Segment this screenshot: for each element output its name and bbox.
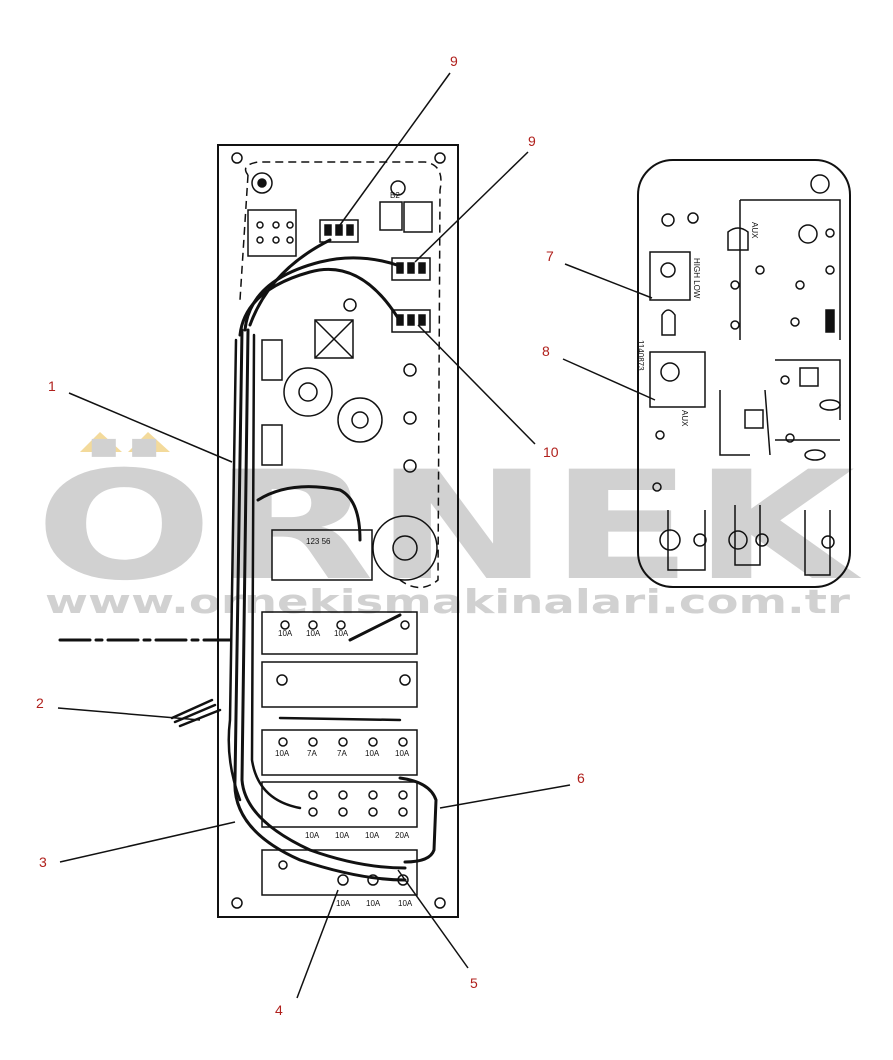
fuse-label: 7A — [307, 749, 317, 758]
callout-10: 10 — [543, 444, 559, 460]
fuse-block-3 — [261, 781, 418, 828]
aux-label-top: AUX — [750, 222, 759, 239]
fuse-contacts — [278, 620, 410, 886]
callout-8: 8 — [542, 343, 550, 359]
leader-2 — [57, 707, 201, 721]
switch-text: HIGH LOW — [692, 258, 701, 299]
fuse-label: 10A — [395, 749, 410, 758]
mounting-hole — [434, 152, 446, 164]
aux-toggle-switch — [727, 227, 749, 251]
relay-b2 — [379, 201, 403, 231]
callout-1: 1 — [48, 378, 56, 394]
leader-9a — [339, 72, 451, 226]
leader-lines — [57, 72, 656, 999]
main-panel-outline — [217, 144, 459, 918]
fuse-label: 10A — [306, 629, 321, 638]
module-label: 123 56 — [306, 537, 331, 546]
buzzer — [372, 515, 438, 581]
fuse-block-2 — [261, 729, 418, 776]
mounting-hole — [231, 152, 243, 164]
main-fuse-panel: 123 56 — [217, 144, 459, 918]
dashed-outline — [239, 174, 249, 301]
fuse-label: 10A — [278, 629, 293, 638]
side-panel-text: AUX AUX HIGH LOW 1140873 — [636, 222, 759, 427]
callout-7: 7 — [546, 248, 554, 264]
aux-label-bottom: AUX — [680, 410, 689, 427]
leader-10 — [417, 324, 536, 445]
ignition-switch — [251, 172, 273, 194]
side-connector — [261, 339, 283, 381]
toggle-switch — [661, 309, 676, 336]
callout-4: 4 — [275, 1002, 283, 1018]
fuse-label: 10A — [366, 899, 381, 908]
connector-9b — [391, 257, 431, 281]
aux-socket-plate — [649, 351, 706, 408]
relay-block — [261, 661, 418, 708]
callout-3: 3 — [39, 854, 47, 870]
connector-9a — [319, 219, 359, 243]
relay-box — [403, 201, 433, 233]
leader-4 — [296, 889, 339, 999]
warning-lamp — [799, 367, 819, 387]
square-socket — [314, 319, 354, 359]
callouts: 1 2 3 4 5 6 7 8 9 9 10 — [36, 53, 585, 1018]
side-connector — [261, 424, 283, 466]
high-low-switch-plate — [649, 251, 691, 301]
fuse-label: 10A — [275, 749, 290, 758]
side-switch-panel — [637, 159, 851, 588]
leader-3 — [59, 821, 236, 863]
leader-8 — [562, 358, 656, 401]
relay-label: B2 — [390, 191, 400, 200]
mounting-hole — [434, 897, 446, 909]
side-panel-outline — [637, 159, 851, 588]
fuse-label: 10A — [365, 831, 380, 840]
wiring-harness — [58, 238, 438, 882]
fuse-label: 10A — [334, 629, 349, 638]
callout-6: 6 — [577, 770, 585, 786]
watermark-brand: ÖRNEK — [35, 438, 862, 614]
high-low-switch — [660, 262, 676, 278]
lamp-bracket — [667, 510, 706, 571]
fuse-label: 10A — [335, 831, 350, 840]
fuse-label: 20A — [395, 831, 410, 840]
aux-socket — [660, 362, 680, 382]
fuse-labels: 10A 10A 10A 10A 7A 7A 10A 10A 10A 10A 10… — [275, 191, 413, 908]
part-number: 1140873 — [636, 340, 645, 371]
connector-block — [247, 209, 297, 257]
fuse-label: 10A — [365, 749, 380, 758]
electronic-module — [271, 529, 373, 581]
leader-7 — [564, 263, 653, 299]
watermark-accent — [80, 432, 170, 452]
mounting-hole — [231, 897, 243, 909]
connector-10 — [391, 309, 431, 333]
leader-1 — [68, 392, 233, 463]
fuse-block-4 — [261, 849, 418, 896]
fuse-label: 10A — [336, 899, 351, 908]
mounting-hole — [810, 174, 830, 194]
leader-5 — [397, 869, 469, 969]
relay-b2-marker — [390, 180, 406, 196]
round-socket — [337, 397, 383, 443]
fuse-block-1 — [261, 611, 418, 655]
round-socket — [283, 367, 333, 417]
fuse-label: 10A — [398, 899, 413, 908]
warning-lamp — [744, 409, 764, 429]
callout-2: 2 — [36, 695, 44, 711]
watermark: ÖRNEK www.ornekismakinalari.com.tr — [35, 432, 862, 621]
callout-9a: 9 — [450, 53, 458, 69]
leader-6 — [439, 784, 571, 809]
watermark-url: www.ornekismakinalari.com.tr — [45, 582, 851, 621]
callout-5: 5 — [470, 975, 478, 991]
fuse-label: 10A — [305, 831, 320, 840]
callout-9b: 9 — [528, 133, 536, 149]
fuse-label: 7A — [337, 749, 347, 758]
leader-9b — [414, 151, 529, 263]
indicator-lamp — [798, 224, 818, 244]
